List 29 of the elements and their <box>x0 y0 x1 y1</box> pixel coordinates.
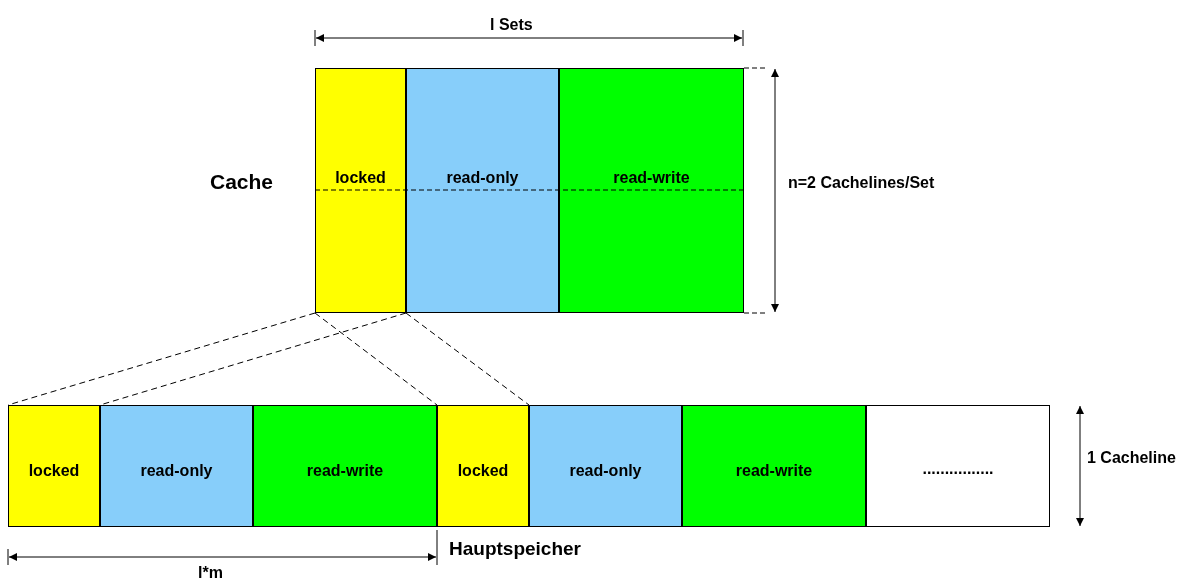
memory-segment <box>253 405 437 527</box>
dimension-label: 1 Cacheline <box>1087 449 1176 467</box>
memory-segment <box>437 405 529 527</box>
cache-label: Cache <box>210 170 274 194</box>
segment-label: locked <box>334 169 387 187</box>
mapping-line <box>405 312 530 406</box>
segment-label: read-only <box>568 462 643 480</box>
mapping-line <box>7 312 316 406</box>
memory-segment <box>100 405 253 527</box>
segment-label: locked <box>27 462 81 480</box>
memory-segment <box>406 68 559 313</box>
memory-label: Hauptspeicher <box>449 538 581 560</box>
memory-segment <box>682 405 866 527</box>
mapping-line <box>314 312 438 406</box>
memory-segment <box>529 405 682 527</box>
memory-segment <box>866 405 1050 527</box>
segment-label: read-write <box>612 169 691 187</box>
segment-label: read-only <box>139 462 214 480</box>
dimension-label: l Sets <box>490 16 533 34</box>
segment-label: read-write <box>734 462 814 480</box>
dimension-label: l*m <box>198 564 223 582</box>
memory-segment <box>559 68 744 313</box>
dimension-label: n=2 Cachelines/Set <box>788 174 935 192</box>
memory-segment <box>8 405 100 527</box>
segment-label: ................ <box>921 460 995 478</box>
segment-label: locked <box>456 462 510 480</box>
segment-label: read-write <box>305 462 385 480</box>
segment-label: read-only <box>445 169 520 187</box>
memory-segment <box>315 68 406 313</box>
